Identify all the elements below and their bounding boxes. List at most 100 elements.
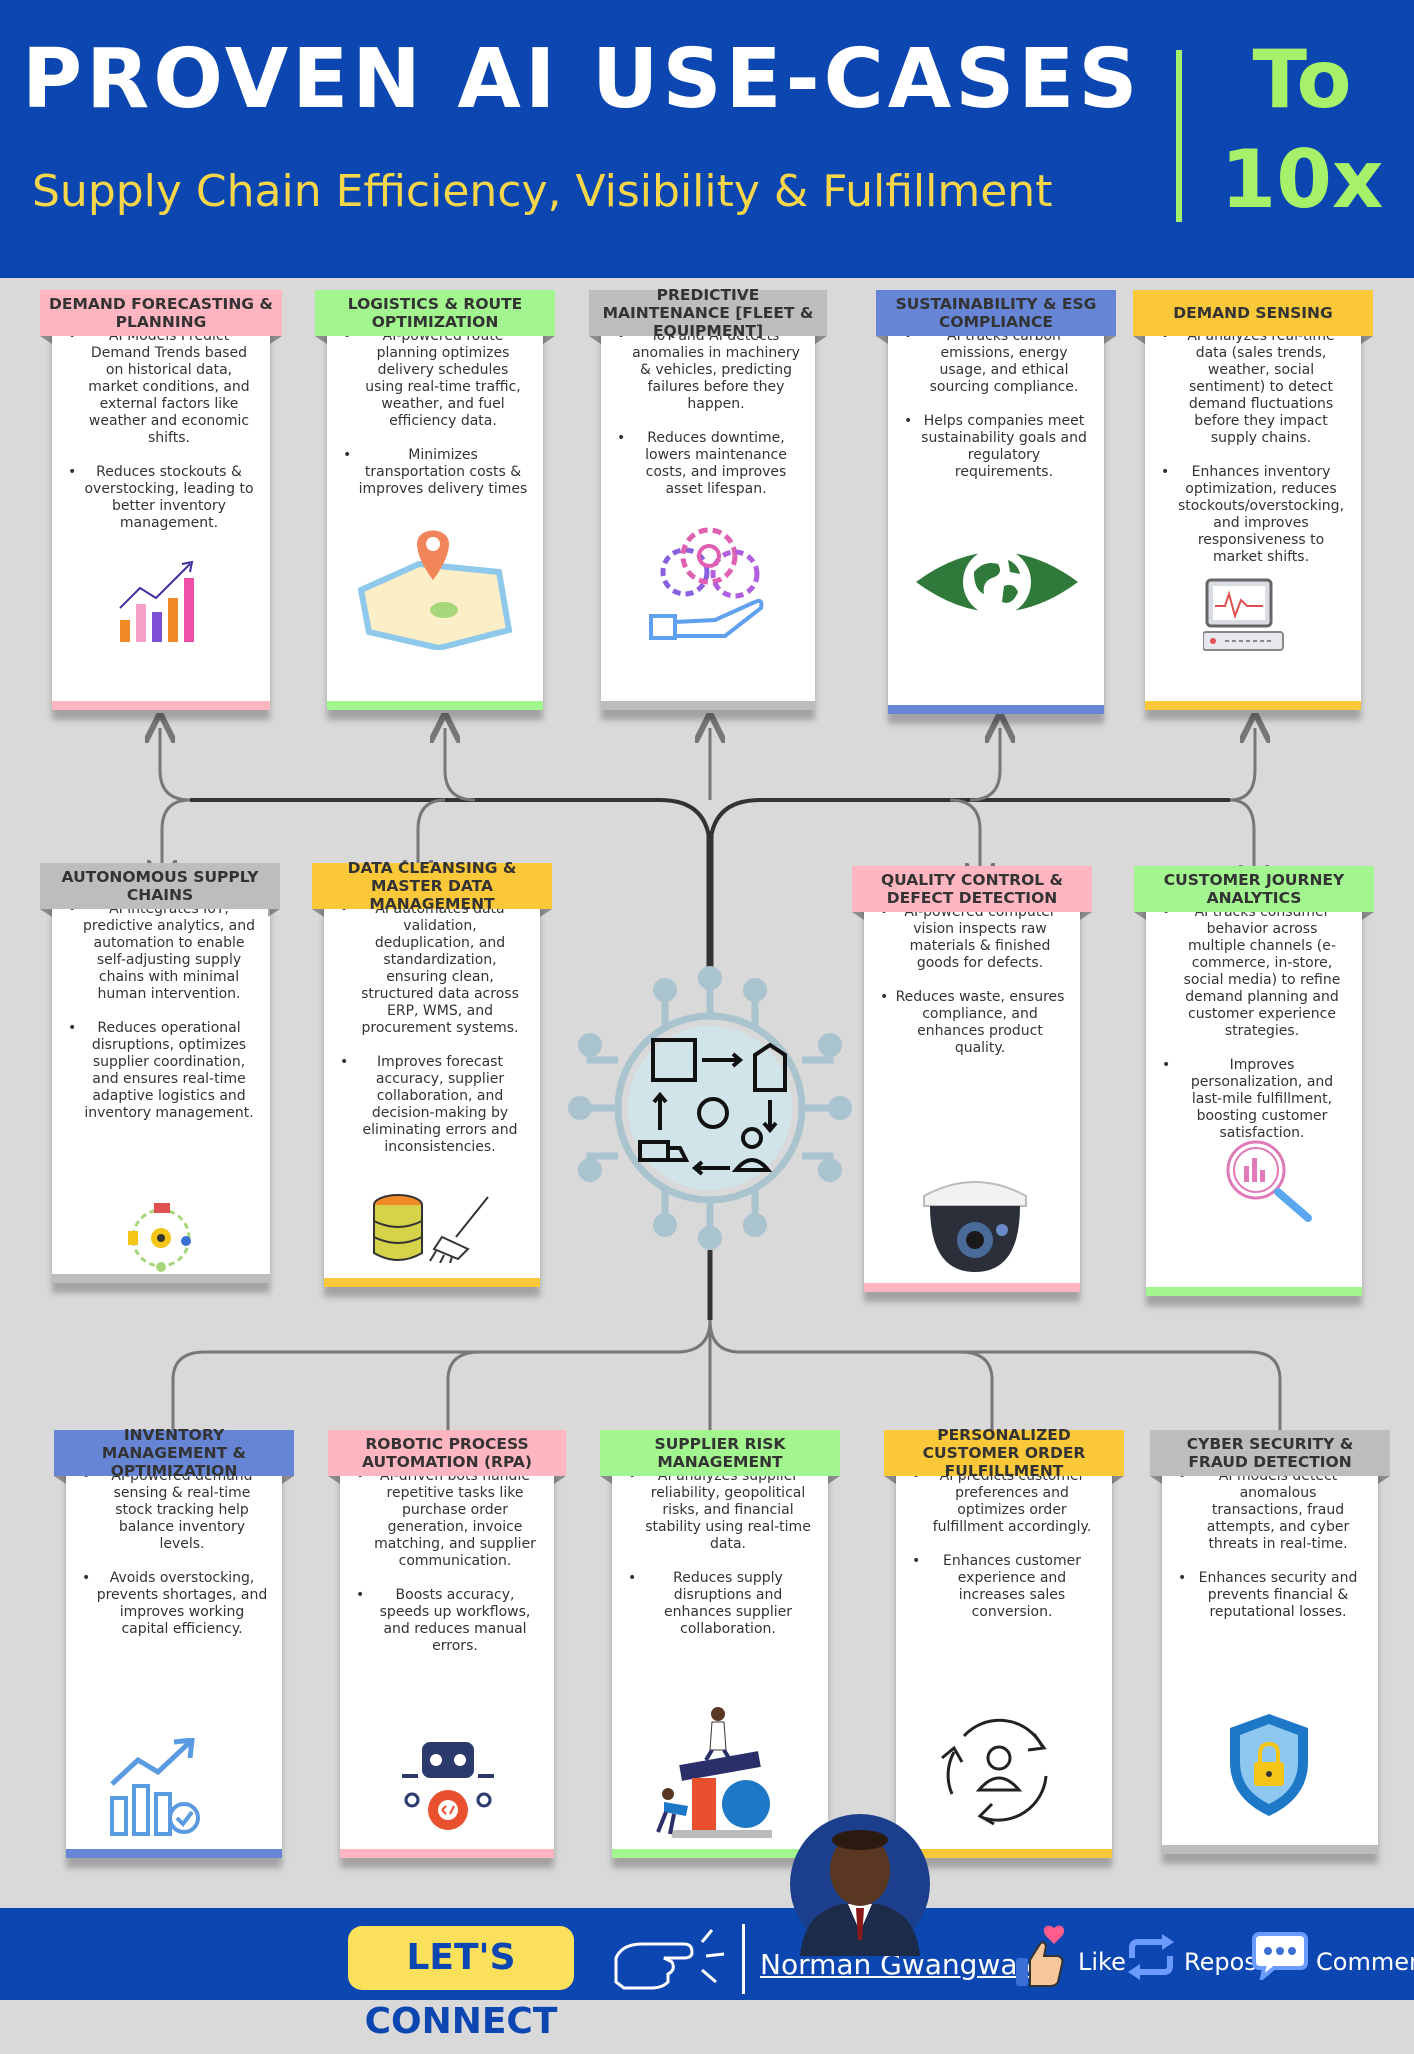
card-body: AI Models Predict Demand Trends based on…: [68, 328, 256, 549]
shield-lock-icon: [1224, 1710, 1314, 1824]
footer-divider: [742, 1924, 745, 1994]
card-panel: IoT and AI detects anomalies in machiner…: [601, 310, 815, 710]
ribbon-fold: [40, 336, 52, 344]
card-bullet: AI-driven bots handle repetitive tasks l…: [356, 1468, 540, 1570]
growth-check-icon: [108, 1737, 208, 1842]
header-tagline: To 10x: [1190, 30, 1414, 230]
card-title: DEMAND FORECASTING & PLANNING: [40, 290, 282, 336]
card-bullet: Reduces downtime, lowers maintenance cos…: [617, 430, 801, 498]
card-panel: AI-powered computer vision inspects raw …: [864, 886, 1080, 1292]
ribbon-fold: [884, 1476, 896, 1484]
card-body: AI analyzes real-time data (sales trends…: [1161, 328, 1347, 583]
card-panel: AI analyzes real-time data (sales trends…: [1145, 310, 1361, 710]
bar-chart-growth-icon: [114, 558, 204, 652]
magnifier-chart-icon: [1222, 1136, 1322, 1230]
card-bullet: Reduces supply disruptions and enhances …: [628, 1570, 814, 1638]
pointing-hand-icon: [614, 1929, 725, 1990]
card-bullet: AI-powered route planning optimizes deli…: [343, 328, 529, 430]
map-pin-icon: [349, 520, 519, 654]
card-bullet: Avoids overstocking, prevents shortages,…: [82, 1570, 268, 1638]
card-accent-bar: [1162, 1845, 1378, 1854]
card-body: AI-driven bots handle repetitive tasks l…: [356, 1468, 540, 1672]
ribbon-fold: [1112, 1476, 1124, 1484]
ribbon-fold: [828, 1476, 840, 1484]
card-title: PREDICTIVE MAINTENANCE [FLEET & EQUIPMEN…: [589, 286, 827, 340]
footer: LET'S CONNECT Norman Gwangwava Like Repo…: [0, 1908, 1414, 2042]
monitor-icon: [1202, 576, 1293, 660]
like-label[interactable]: Like: [1078, 1948, 1126, 1976]
ribbon-fold: [1361, 336, 1373, 344]
card-panel: AI-driven bots handle repetitive tasks l…: [340, 1450, 554, 1858]
card-body: IoT and AI detects anomalies in machiner…: [617, 328, 801, 515]
card-title: ROBOTIC PROCESS AUTOMATION (RPA): [328, 1430, 566, 1476]
ribbon-fold: [270, 336, 282, 344]
ribbon-fold: [40, 909, 52, 917]
ribbon-fold: [268, 909, 280, 917]
card-accent-bar: [1146, 1287, 1362, 1296]
card-title: SUPPLIER RISK MANAGEMENT: [600, 1430, 840, 1476]
ribbon-fold: [1104, 336, 1116, 344]
card-title: AUTONOMOUS SUPPLY CHAINS: [40, 863, 280, 909]
card-panel: AI tracks consumer behavior across multi…: [1146, 886, 1362, 1296]
ribbon-fold: [1150, 1476, 1162, 1484]
security-camera-icon: [920, 1176, 1030, 1280]
ribbon-fold: [312, 909, 324, 917]
ribbon-fold: [1362, 912, 1374, 920]
lets-connect-button[interactable]: LET'S CONNECT: [348, 1926, 574, 2042]
card-bullet: AI-powered computer vision inspects raw …: [880, 904, 1066, 972]
card-panel: AI automates data validation, deduplicat…: [324, 883, 540, 1287]
ai-hub-icon: [568, 966, 852, 1250]
card-title: SUSTAINABILITY & ESG COMPLIANCE: [876, 290, 1116, 336]
ribbon-fold: [589, 336, 601, 344]
earth-eye-icon: [912, 542, 1082, 626]
ribbon-fold: [1080, 912, 1092, 920]
comment-icon[interactable]: [1252, 1930, 1308, 1980]
ribbon-fold: [554, 1476, 566, 1484]
card-bullet: Reduces stockouts & overstocking, leadin…: [68, 464, 256, 532]
card-title: PERSONALIZED CUSTOMER ORDER FULFILLMENT: [884, 1426, 1124, 1480]
card-bullet: AI models detect anomalous transactions,…: [1178, 1468, 1364, 1553]
card-accent-bar: [612, 1849, 828, 1858]
card-bullet: IoT and AI detects anomalies in machiner…: [617, 328, 801, 413]
ribbon-fold: [282, 1476, 294, 1484]
ribbon-fold: [540, 909, 552, 917]
ribbon-fold: [1134, 912, 1146, 920]
ribbon-fold: [1378, 1476, 1390, 1484]
supply-cycle-icon: [126, 1203, 196, 1277]
card-title: LOGISTICS & ROUTE OPTIMIZATION: [315, 290, 555, 336]
ribbon-fold: [315, 336, 327, 344]
gears-hand-icon: [645, 522, 775, 646]
card-body: AI automates data validation, deduplicat…: [340, 901, 526, 1173]
avatar: [790, 1814, 930, 1956]
card-bullet: Reduces waste, ensures compliance, and e…: [880, 989, 1066, 1057]
card-bullet: Reduces operational disruptions, optimiz…: [68, 1020, 256, 1122]
card-accent-bar: [340, 1849, 554, 1858]
card-panel: AI integrates IoT, predictive analytics,…: [52, 883, 270, 1283]
card-title: DATA CLEANSING & MASTER DATA MANAGEMENT: [312, 859, 552, 913]
card-accent-bar: [52, 1274, 270, 1283]
card-body: AI-powered demand sensing & real-time st…: [82, 1468, 268, 1655]
card-bullet: Enhances customer experience and increas…: [912, 1553, 1098, 1621]
card-panel: AI predicts customer preferences and opt…: [896, 1450, 1112, 1858]
card-body: AI-powered route planning optimizes deli…: [343, 328, 529, 515]
card-panel: AI models detect anomalous transactions,…: [1162, 1450, 1378, 1854]
database-broom-icon: [372, 1193, 502, 1267]
card-accent-bar: [888, 705, 1104, 714]
tagline-line-2: 10x: [1220, 133, 1384, 226]
card-bullet: Improves forecast accuracy, supplier col…: [340, 1054, 526, 1156]
card-accent-bar: [66, 1849, 282, 1858]
card-panel: AI-powered route planning optimizes deli…: [327, 310, 543, 710]
card-bullet: AI analyzes supplier reliability, geopol…: [628, 1468, 814, 1553]
card-body: AI models detect anomalous transactions,…: [1178, 1468, 1364, 1638]
card-bullet: AI analyzes real-time data (sales trends…: [1161, 328, 1347, 447]
ribbon-fold: [876, 336, 888, 344]
header-divider: [1176, 50, 1182, 222]
card-accent-bar: [52, 701, 270, 710]
card-bullet: AI Models Predict Demand Trends based on…: [68, 328, 256, 447]
header-banner: PROVEN AI USE-CASES Supply Chain Efficie…: [0, 0, 1414, 278]
thumbs-up-heart-icon[interactable]: [1010, 1924, 1072, 1990]
ribbon-fold: [1133, 336, 1145, 344]
comment-label[interactable]: Comment: [1316, 1948, 1414, 1976]
repost-icon[interactable]: [1124, 1932, 1178, 1982]
ribbon-fold: [852, 912, 864, 920]
